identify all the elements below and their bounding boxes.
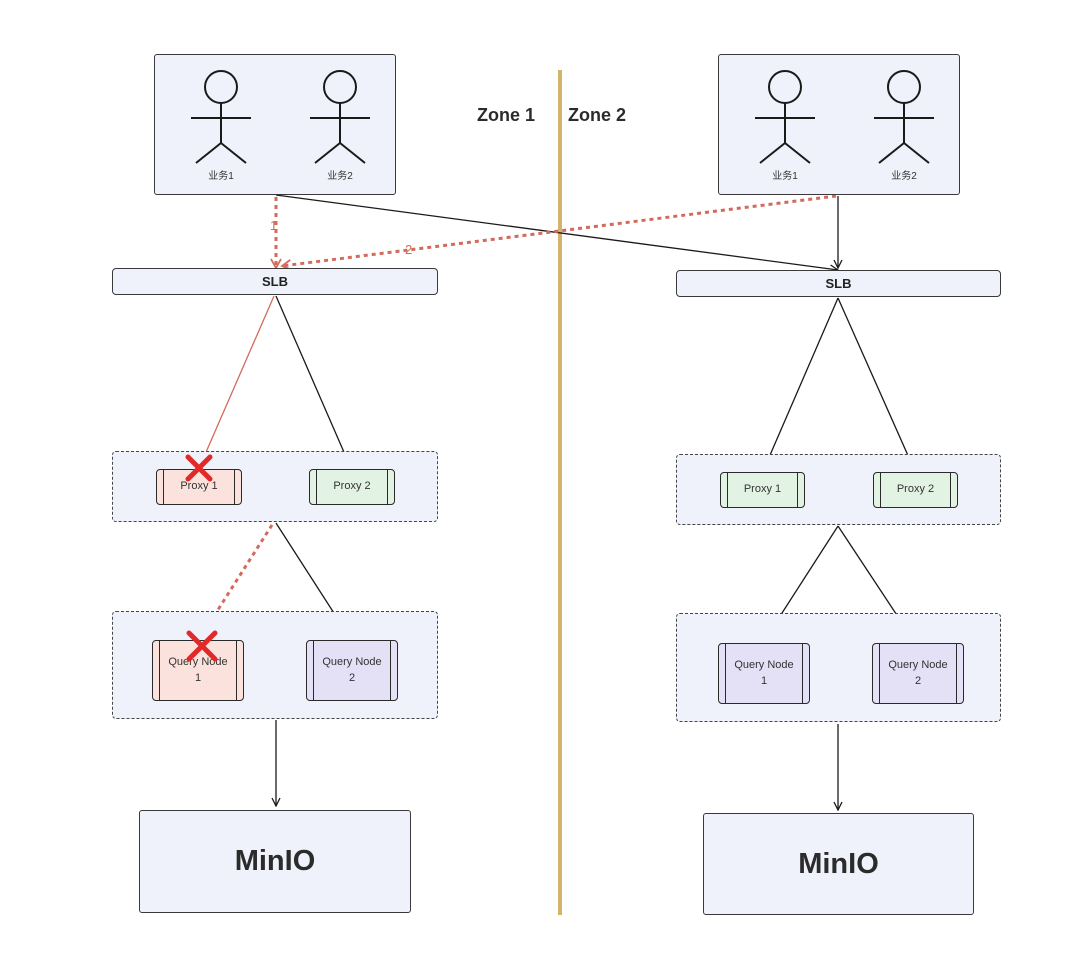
user-1-label: 业务1: [772, 171, 798, 182]
zone1-minio: MinIO: [139, 810, 411, 913]
zone-2-label: Zone 2: [568, 105, 627, 125]
zone2-slb: SLB: [676, 270, 1001, 297]
line-slb2-proxy2: [837, 297, 914, 469]
proxy-1-label: Proxy 1: [743, 483, 782, 496]
failover-step-1-label: 1: [270, 218, 278, 233]
line-slb1-proxy1-failed: [199, 295, 275, 467]
zone2-query-node-1: Query Node 1: [718, 643, 810, 704]
line-proxy-qn1-failed: [198, 524, 274, 639]
proxy-2-label: Proxy 2: [896, 483, 935, 496]
zone2-minio: MinIO: [703, 813, 974, 915]
line-slb2-proxy1: [764, 297, 839, 469]
proxy-1-label: Proxy 1: [180, 480, 218, 493]
user-figure-icon: [191, 70, 251, 164]
user-2-label: 业务2: [891, 171, 917, 182]
zone-1-label: Zone 1: [477, 105, 536, 125]
zone2-query-node-2: Query Node 2: [872, 643, 964, 704]
zone2-users-box: 业务1 业务2: [718, 54, 960, 195]
zone2-proxy-1: Proxy 1: [720, 472, 805, 508]
failover-line-2: [280, 194, 837, 271]
zone2-proxy-2: Proxy 2: [873, 472, 958, 508]
failover-step-2-label: 2: [405, 242, 413, 257]
user-2-label: 业务2: [327, 171, 353, 182]
zone1-users-box: 业务1 业务2: [154, 54, 396, 195]
line-slb1-proxy2: [275, 295, 350, 466]
zone1-slb: SLB: [112, 268, 438, 295]
user-1-label: 业务1: [208, 171, 234, 182]
failure-x-icon: [185, 454, 213, 482]
zone1-proxy-1: Proxy 1: [156, 469, 242, 505]
zone1-query-node-2: Query Node 2: [306, 640, 398, 701]
failure-x-icon: [186, 630, 218, 662]
query-node-1-label: Query Node 1: [734, 658, 794, 687]
query-node-2-label: Query Node 2: [888, 658, 948, 687]
user-figure-icon: [755, 70, 815, 164]
query-node-2-label: Query Node 2: [322, 655, 382, 684]
user-figure-icon: [310, 70, 370, 164]
proxy-2-label: Proxy 2: [333, 480, 371, 493]
zone1-proxy-2: Proxy 2: [309, 469, 395, 505]
user-figure-icon: [874, 70, 934, 164]
